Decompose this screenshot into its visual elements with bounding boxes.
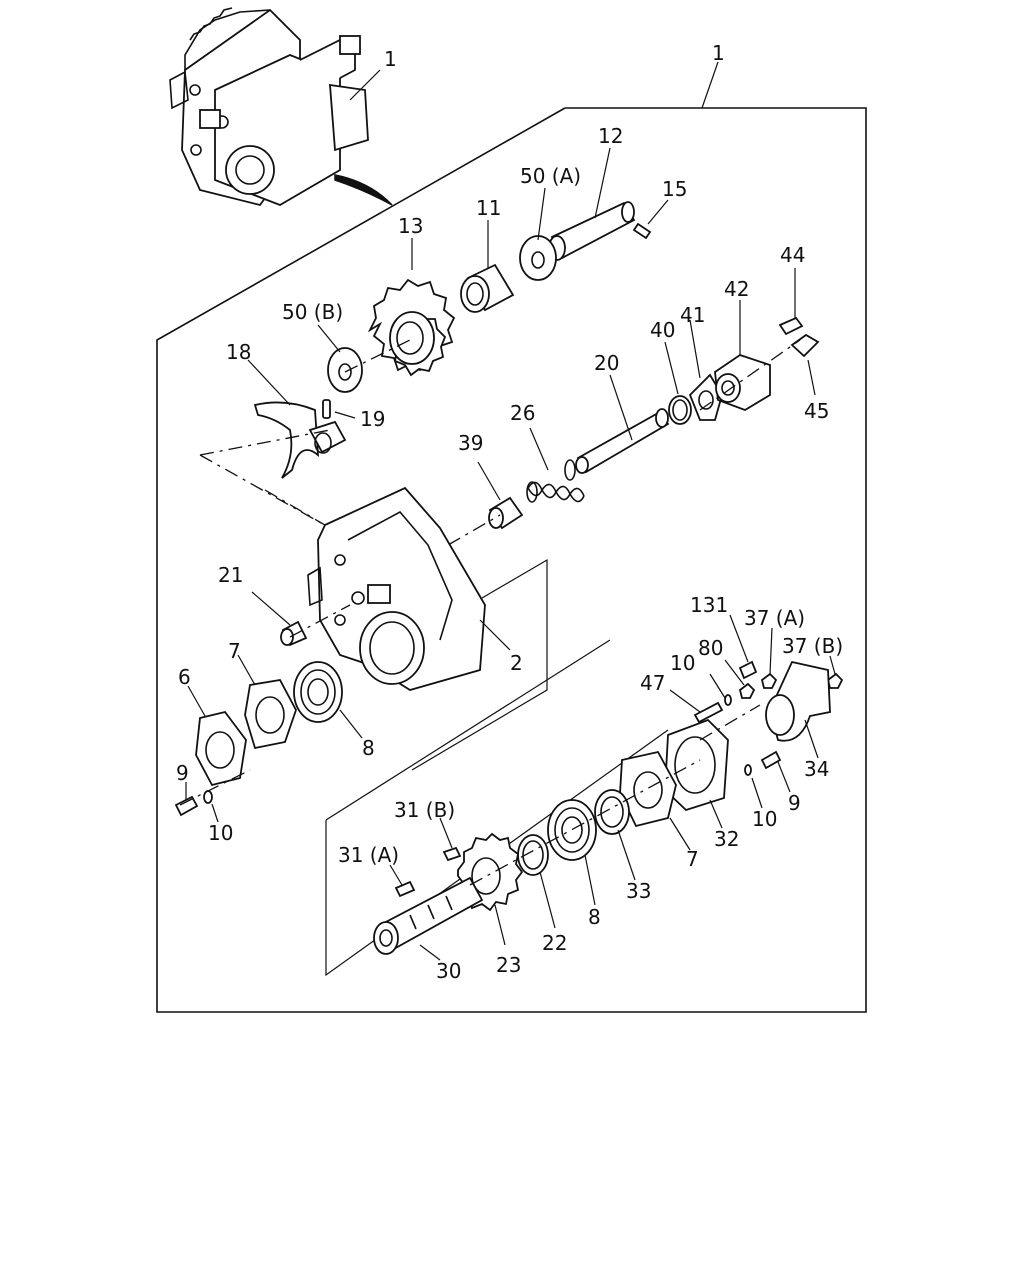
callout-1-top: 1 xyxy=(384,47,397,71)
part-30-pto-shaft xyxy=(373,876,484,955)
part-131-bolt xyxy=(738,660,758,680)
part-32-spacer-flange xyxy=(664,718,729,812)
part-10-washer-right-bottom xyxy=(744,764,752,776)
callout-19: 19 xyxy=(360,407,385,431)
part-10-washer-right-top xyxy=(724,694,732,706)
part-19-pin xyxy=(322,399,331,419)
part-34-flange xyxy=(765,660,831,742)
diagram-frame xyxy=(156,107,867,1013)
callout-1-frame: 1 xyxy=(712,41,725,65)
callout-21: 21 xyxy=(218,563,243,587)
callout-7-right: 7 xyxy=(686,847,699,871)
part-50a-washer xyxy=(519,235,557,281)
part-44-bolt xyxy=(778,316,804,336)
callout-37a: 37 (A) xyxy=(744,606,805,630)
part-21-dowel xyxy=(280,620,308,647)
callout-23: 23 xyxy=(496,953,521,977)
callout-15: 15 xyxy=(662,177,687,201)
callout-11: 11 xyxy=(476,196,501,220)
callout-8-left: 8 xyxy=(362,736,375,760)
part-80-nut xyxy=(738,682,756,699)
part-8-bearing-left xyxy=(293,661,343,723)
part-31b-key xyxy=(442,846,462,862)
callout-44: 44 xyxy=(780,243,805,267)
callout-45: 45 xyxy=(804,399,829,423)
part-10-washer-left xyxy=(203,790,213,804)
callout-34: 34 xyxy=(804,757,829,781)
part-6-cover xyxy=(195,710,247,787)
callout-41: 41 xyxy=(680,303,705,327)
part-31a-key xyxy=(394,880,416,898)
part-26-spring xyxy=(526,459,585,503)
part-9-bolt-right xyxy=(760,750,782,770)
callout-22: 22 xyxy=(542,931,567,955)
callout-26: 26 xyxy=(510,401,535,425)
callout-42: 42 xyxy=(724,277,749,301)
part-40-o-ring xyxy=(668,395,692,425)
callout-50a: 50 (A) xyxy=(520,164,581,188)
callout-50b: 50 (B) xyxy=(282,300,343,324)
part-18-shift-fork xyxy=(253,401,347,479)
callout-39: 39 xyxy=(458,431,483,455)
part-39-bushing xyxy=(488,496,524,530)
callout-40: 40 xyxy=(650,318,675,342)
housing-subassembly-frame xyxy=(411,558,548,771)
part-2-housing xyxy=(307,486,486,691)
part-8-bearing-right xyxy=(547,799,597,861)
assembled-pto-view xyxy=(169,7,393,207)
callout-13: 13 xyxy=(398,214,423,238)
callout-6: 6 xyxy=(178,665,191,689)
part-12-shaft xyxy=(548,201,636,261)
callout-9-right: 9 xyxy=(788,791,801,815)
part-9-bolt-left xyxy=(174,795,199,817)
callout-18: 18 xyxy=(226,340,251,364)
part-42-cover xyxy=(714,354,771,411)
part-41-gasket xyxy=(688,373,723,421)
part-11-needle-bearing xyxy=(460,263,515,313)
callout-80: 80 xyxy=(698,636,723,660)
part-50b-washer xyxy=(327,347,363,393)
part-15-pin xyxy=(632,222,652,240)
callout-7-left: 7 xyxy=(228,639,241,663)
callout-9-left: 9 xyxy=(176,761,189,785)
callout-10-right-top: 10 xyxy=(670,651,695,675)
callout-20: 20 xyxy=(594,351,619,375)
callout-10-left: 10 xyxy=(208,821,233,845)
part-22-ring xyxy=(517,834,549,876)
part-7-gasket-left xyxy=(244,679,297,750)
callout-10-right-bottom: 10 xyxy=(752,807,777,831)
part-13-gear xyxy=(367,278,456,377)
part-37a-nut xyxy=(760,672,778,689)
callout-30: 30 xyxy=(436,959,461,983)
callout-33: 33 xyxy=(626,879,651,903)
callout-31a: 31 (A) xyxy=(338,843,399,867)
callout-131: 131 xyxy=(690,593,728,617)
callout-31b: 31 (B) xyxy=(394,798,455,822)
part-33-oil-seal xyxy=(594,789,630,835)
callout-12: 12 xyxy=(598,124,623,148)
part-45-plug xyxy=(790,333,820,358)
callout-32: 32 xyxy=(714,827,739,851)
callout-8-right: 8 xyxy=(588,905,601,929)
callout-47: 47 xyxy=(640,671,665,695)
part-37b-nut xyxy=(826,672,844,689)
callout-37b: 37 (B) xyxy=(782,634,843,658)
part-7-gasket-right xyxy=(619,750,677,828)
part-20-shift-rod xyxy=(575,408,670,474)
part-47-stud xyxy=(693,701,724,724)
callout-2: 2 xyxy=(510,651,523,675)
